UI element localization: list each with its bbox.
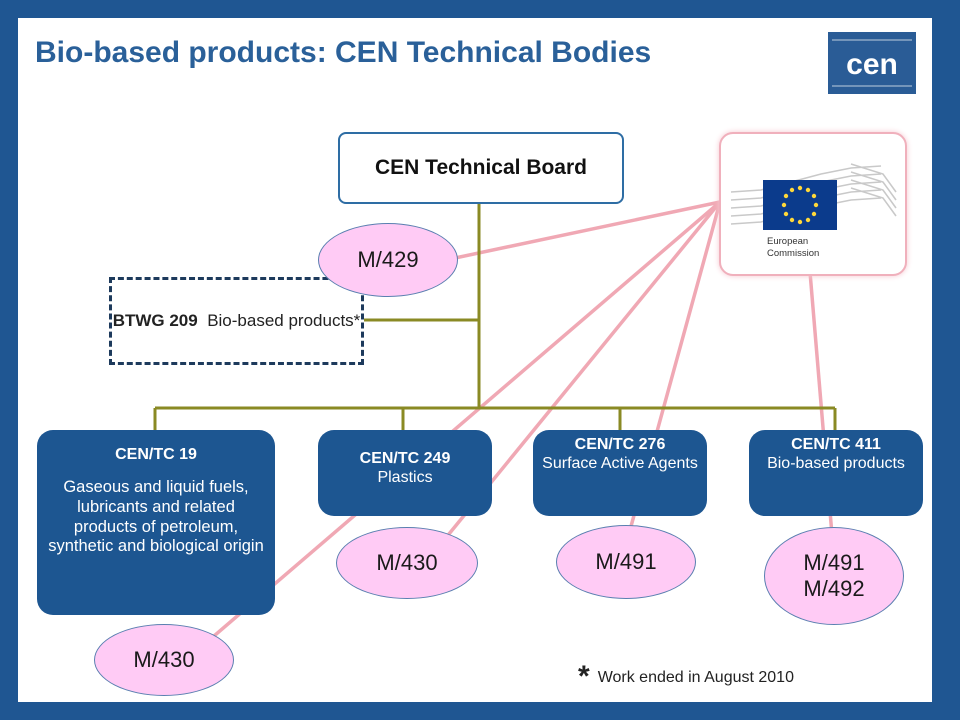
mandate-board-label: M/429 xyxy=(357,246,419,272)
btwg-209-box: BTWG 209 Bio-based products* xyxy=(109,277,364,365)
board-label: CEN Technical Board xyxy=(375,156,587,179)
tc-19-desc: Gaseous and liquid fuels, lubricants and… xyxy=(48,478,264,556)
european-commission-logo-box: European Commission xyxy=(719,132,907,276)
mandate-tc249-label: M/430 xyxy=(376,549,438,575)
mandate-tc276-label: M/491 xyxy=(595,548,657,574)
cen-technical-board: CEN Technical Board xyxy=(338,132,624,204)
btwg-code: BTWG 209 xyxy=(112,311,198,331)
tc-249-desc: Plastics xyxy=(377,469,433,486)
tc-249-box: CEN/TC 249 Plastics xyxy=(318,430,492,516)
tc-276-code: CEN/TC 276 xyxy=(574,436,666,453)
mandate-tc411-label-b: M/492 xyxy=(803,576,865,601)
mandate-tc411-label-a: M/491 xyxy=(803,549,865,575)
tc-19-code: CEN/TC 19 xyxy=(115,446,197,463)
tc-276-box: CEN/TC 276 Surface Active Agents xyxy=(533,430,707,516)
mandate-board: M/429 xyxy=(318,223,458,297)
tc-411-box: CEN/TC 411 Bio-based products xyxy=(749,430,923,516)
footnote-text: Work ended in August 2010 xyxy=(597,669,794,686)
org-tree xyxy=(153,202,837,430)
cen-logo-text: cen xyxy=(846,48,898,81)
tc-19-box: CEN/TC 19 Gaseous and liquid fuels, lubr… xyxy=(37,430,275,615)
ec-link-tc19 xyxy=(198,200,722,650)
mandate-tc411: M/491 M/492 xyxy=(764,527,904,625)
ec-line2: Commission xyxy=(767,248,819,259)
tc-411-desc: Bio-based products xyxy=(767,455,905,472)
mandate-tc19: M/430 xyxy=(94,624,234,696)
tc-276-desc: Surface Active Agents xyxy=(542,455,698,472)
european-commission-logo-icon: European Commission xyxy=(730,163,897,259)
ec-line1: European xyxy=(767,236,808,247)
tc-249-code: CEN/TC 249 xyxy=(359,450,451,467)
cen-logo-box: cen xyxy=(808,18,932,120)
mandate-tc249: M/430 xyxy=(336,527,478,599)
mandate-tc276: M/491 xyxy=(556,525,696,599)
footnote: * Work ended in August 2010 xyxy=(578,660,794,694)
mandate-tc19-label: M/430 xyxy=(133,646,195,672)
cen-logo-icon: cen xyxy=(828,32,916,94)
btwg-desc: Bio-based products* xyxy=(207,311,361,331)
btwg-text: BTWG 209 Bio-based products* xyxy=(113,310,361,331)
page-title: Bio-based products: CEN Technical Bodies xyxy=(35,36,652,69)
footnote-star: * xyxy=(578,660,590,693)
mandate-tc411-text: M/491 M/492 xyxy=(803,550,864,603)
ec-link-board xyxy=(454,200,721,260)
tc-411-code: CEN/TC 411 xyxy=(791,436,881,453)
